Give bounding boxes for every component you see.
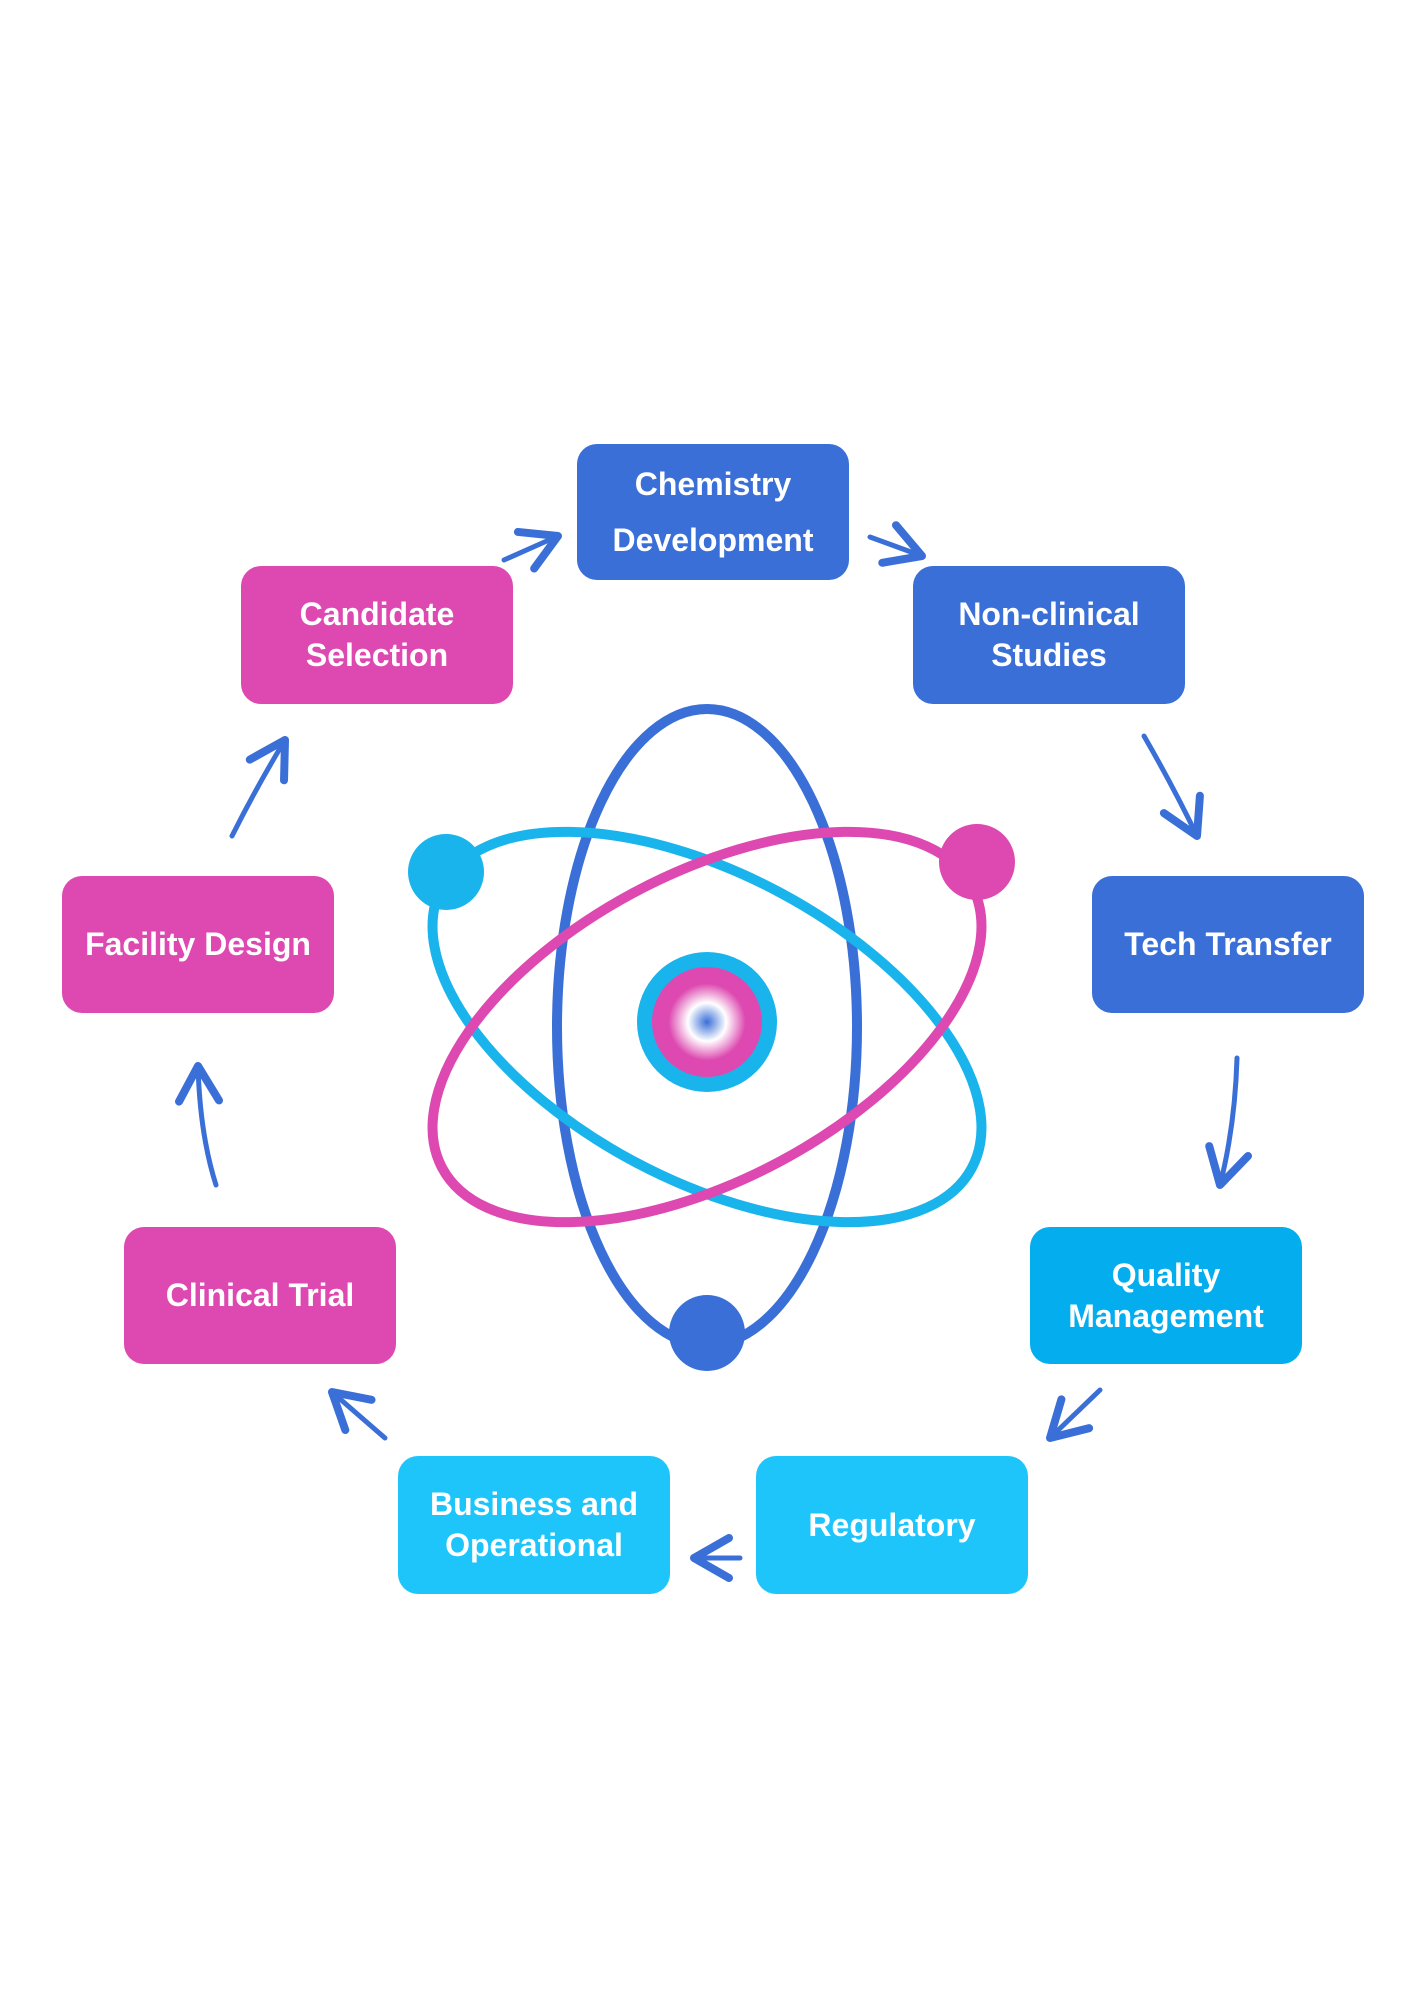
stage-tech-transfer: Tech Transfer (1092, 876, 1364, 1013)
nucleus-core (652, 967, 762, 1077)
stage-label: Candidate Selection (299, 596, 455, 673)
stage-chemistry-development: Chemistry Development (577, 444, 849, 580)
stage-label: Facility Design (85, 926, 311, 963)
stage-label: Chemistry Development (612, 466, 814, 558)
arrow-tech-to-quality (1205, 1055, 1253, 1189)
electron-magenta (939, 824, 1015, 900)
stage-business-and-operational: Business and Operational (398, 1456, 670, 1594)
stage-label: Non-clinical Studies (958, 596, 1140, 673)
stage-label: Business and Operational (429, 1486, 639, 1563)
stage-label: Clinical Trial (165, 1277, 355, 1314)
arrow-facility-to-candidate (229, 736, 289, 839)
cycle-arrows (175, 521, 1253, 1582)
arrow-chem-to-nonclinical (867, 521, 926, 567)
arrow-candidate-to-chem (501, 527, 562, 573)
arrow-business-to-clinical (328, 1388, 388, 1441)
arrow-quality-to-regulatory (1046, 1387, 1103, 1442)
stage-clinical-trial: Clinical Trial (124, 1227, 396, 1364)
stage-non-clinical-studies: Non-clinical Studies (913, 566, 1185, 704)
stage-label: Regulatory (808, 1506, 976, 1543)
stage-candidate-selection: Candidate Selection (241, 566, 513, 704)
stage-label: Tech Transfer (1124, 926, 1332, 963)
electron-cyan (408, 834, 484, 910)
stage-regulatory: Regulatory (756, 1456, 1028, 1594)
arrow-nonclinical-to-tech (1141, 733, 1204, 840)
arrow-clinical-to-facility (175, 1062, 224, 1188)
stage-facility-design: Facility Design (62, 876, 334, 1013)
electron-blue (669, 1295, 745, 1371)
stage-quality-management: Quality Management (1030, 1227, 1302, 1364)
stage-label: Quality Management (1068, 1256, 1264, 1334)
